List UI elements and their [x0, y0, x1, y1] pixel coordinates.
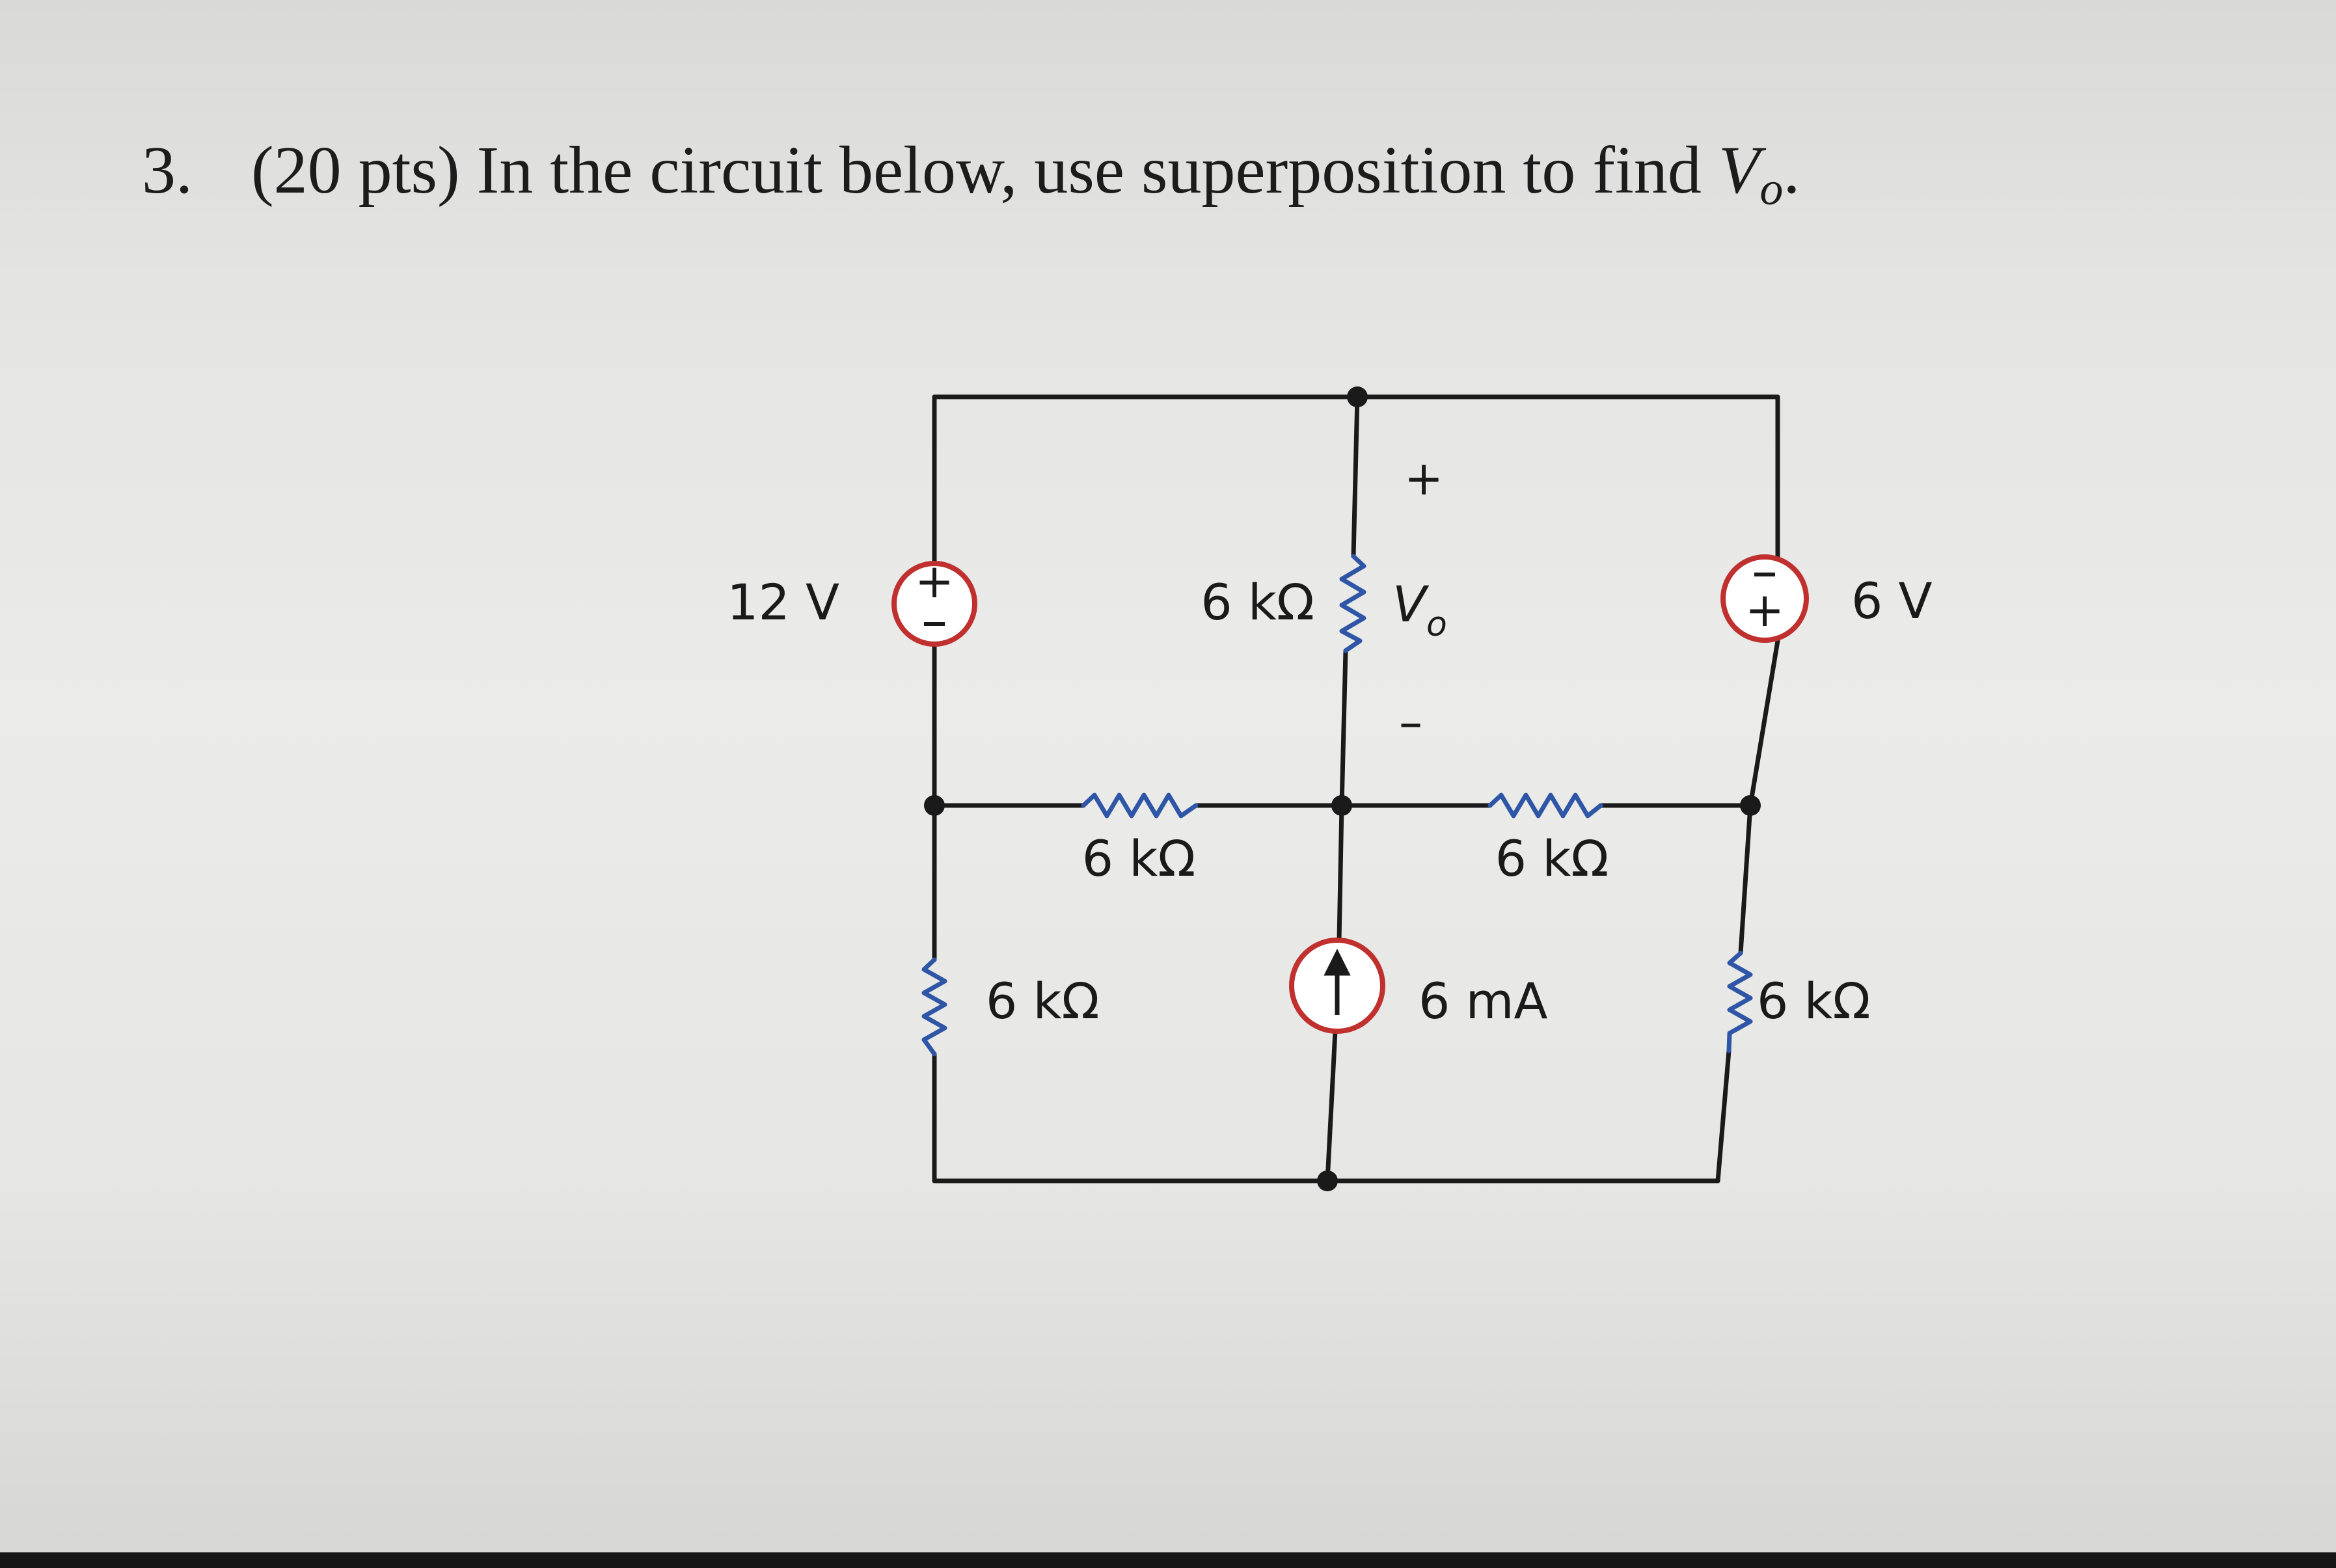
center-resistor	[1339, 554, 1366, 653]
center-resistor-label: 6 kΩ	[1201, 573, 1314, 631]
bottom-left-resistor-label: 6 kΩ	[986, 972, 1100, 1030]
right-wire-lower	[1738, 803, 1753, 956]
middle-left-resistor-label: 6 kΩ	[1082, 830, 1196, 887]
right-voltage-source	[1720, 554, 1809, 643]
middle-left-resistor	[1081, 792, 1199, 818]
right-wire-middle	[1748, 638, 1780, 808]
left-voltage-source	[891, 561, 977, 647]
left-source-minus	[924, 622, 945, 626]
problem-text: (20 pts) In the circuit below, use super…	[251, 133, 1718, 208]
left-source-label: 12 V	[727, 573, 839, 631]
left-source-plus: +	[915, 554, 954, 608]
vo-plus-sign: +	[1404, 451, 1443, 506]
center-wire-mid	[1339, 648, 1348, 808]
vo-label-v: V	[1392, 575, 1430, 633]
vo-minus-sign: –	[1399, 695, 1422, 750]
right-wire-bottom	[1715, 1048, 1732, 1183]
problem-end: .	[1783, 133, 1800, 208]
node-middle-right	[1740, 795, 1761, 816]
middle-right-resistor	[1487, 792, 1603, 818]
bottom-right-resistor-label: 6 kΩ	[1757, 972, 1871, 1030]
middle-right-resistor-label: 6 kΩ	[1495, 830, 1609, 887]
node-middle-left	[924, 795, 945, 816]
center-wire-top	[1351, 394, 1360, 559]
problem-statement: 3. (20 pts) In the circuit below, use sup…	[142, 130, 2224, 217]
current-source-wire-top	[1337, 803, 1344, 943]
vo-label-sub: o	[1426, 605, 1447, 644]
node-middle-center	[1331, 795, 1352, 816]
current-source-wire-bottom	[1325, 1029, 1338, 1183]
node-top-center	[1347, 386, 1368, 407]
screen-bezel	[0, 1552, 2336, 1568]
problem-variable: V	[1718, 133, 1760, 208]
bottom-left-resistor	[921, 957, 947, 1057]
bottom-right-resistor	[1726, 951, 1753, 1053]
right-source-minus	[1754, 573, 1775, 576]
node-bottom-center	[1317, 1170, 1338, 1191]
problem-number: 3.	[142, 133, 193, 208]
current-arrow-icon	[1324, 949, 1351, 1015]
right-source-plus: +	[1745, 582, 1784, 637]
right-source-label: 6 V	[1851, 572, 1933, 630]
problem-variable-subscript: o	[1759, 163, 1784, 215]
vo-label: Vo	[1392, 575, 1447, 644]
current-source-label: 6 mA	[1419, 972, 1548, 1030]
